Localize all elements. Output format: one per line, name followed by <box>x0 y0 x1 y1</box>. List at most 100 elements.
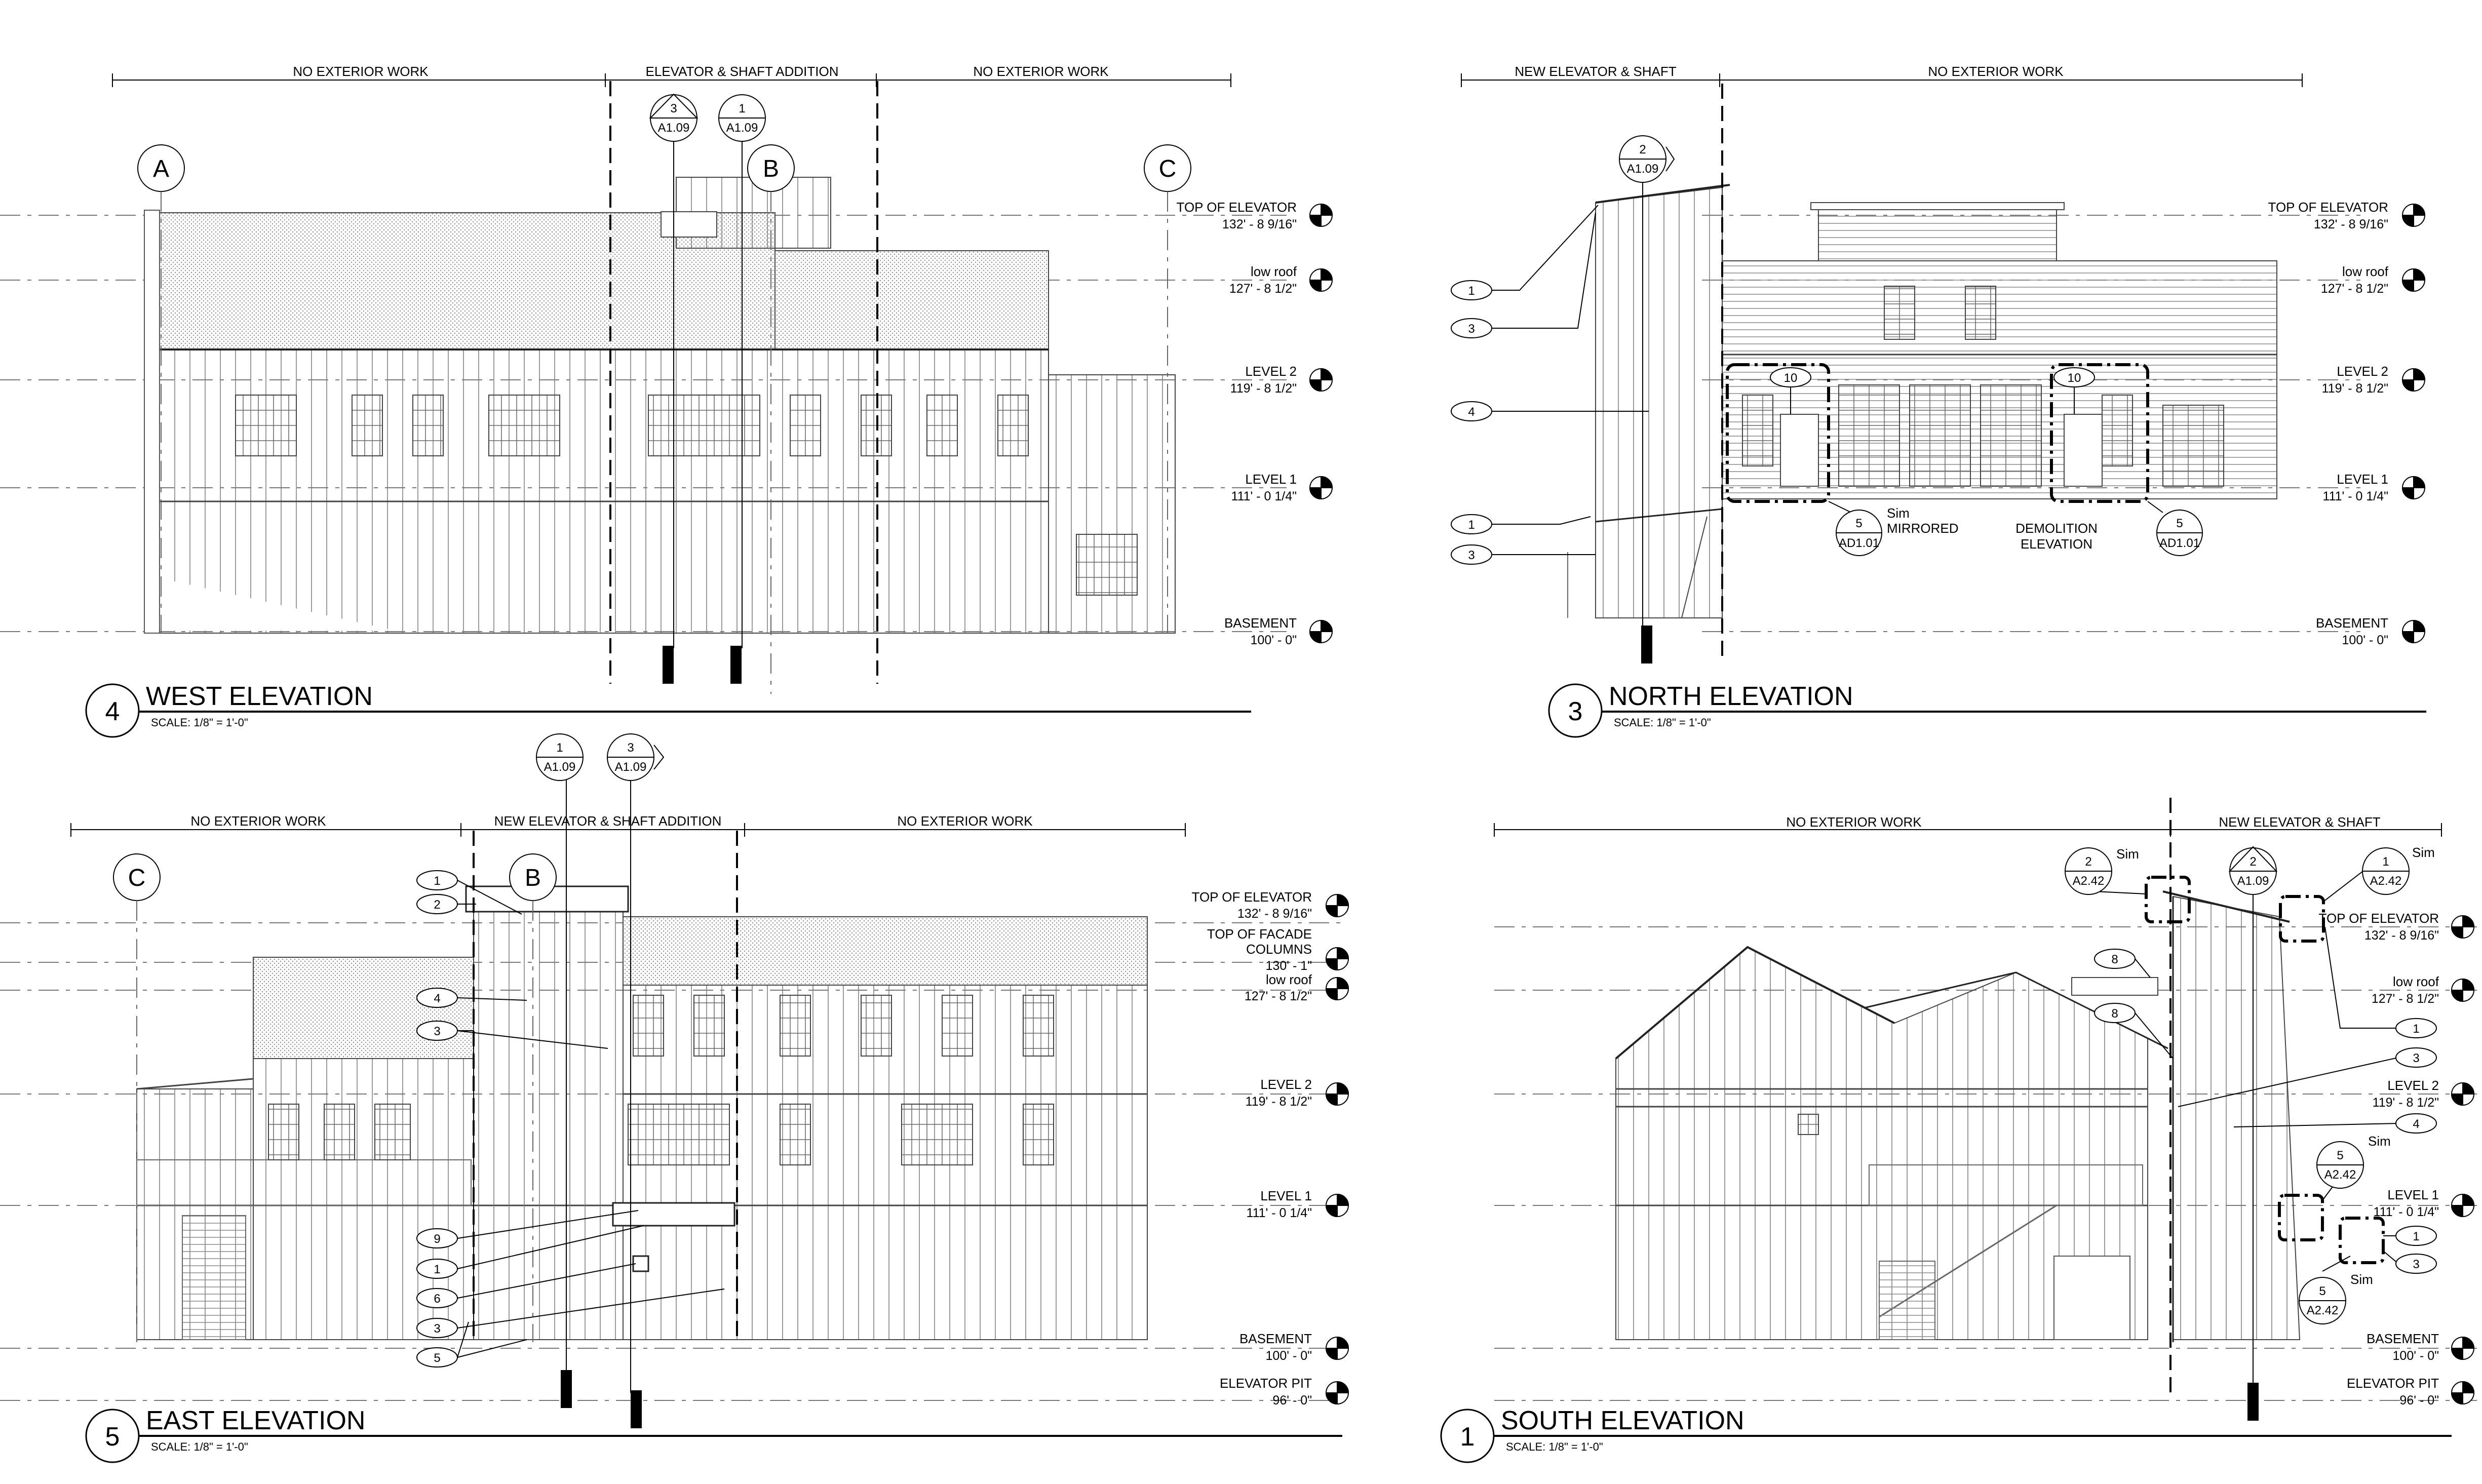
svg-text:1: 1 <box>1468 518 1475 532</box>
svg-text:127' - 8 1/2": 127' - 8 1/2" <box>2321 282 2388 296</box>
svg-text:4: 4 <box>434 992 440 1005</box>
svg-text:132' - 8 9/16": 132' - 8 9/16" <box>1222 217 1297 231</box>
north-keynotes: 1 3 4 1 3 10 10 <box>1451 205 2163 565</box>
svg-text:100' - 0": 100' - 0" <box>2342 633 2388 647</box>
south-detail-tag-5-a242-1: 5 A2.42 <box>2316 1141 2364 1201</box>
north-note-demolition: DEMOLITION <box>2015 521 2098 536</box>
south-note-sim-4: Sim <box>2350 1272 2373 1287</box>
svg-text:8: 8 <box>2111 953 2118 966</box>
north-section-tag-2: 2 A1.09 <box>1619 135 1675 628</box>
svg-text:132' - 8 9/16": 132' - 8 9/16" <box>2364 928 2439 943</box>
svg-text:100' - 0": 100' - 0" <box>2393 1349 2439 1363</box>
svg-text:LEVEL 1: LEVEL 1 <box>2337 472 2388 487</box>
east-grid-c: C <box>113 853 161 1342</box>
svg-text:TOP OF ELEVATOR: TOP OF ELEVATOR <box>2268 200 2388 215</box>
west-title: WEST ELEVATION <box>146 682 373 711</box>
west-grid-a: A <box>137 144 185 633</box>
svg-text:8: 8 <box>2111 1007 2118 1021</box>
west-level-labels: TOP OF ELEVATOR 132' - 8 9/16" low roof … <box>1177 200 1297 647</box>
svg-text:A2.42: A2.42 <box>2307 1304 2339 1317</box>
svg-text:5: 5 <box>1855 517 1862 530</box>
north-note-sim: Sim <box>1887 505 1910 521</box>
svg-text:132' - 8 9/16": 132' - 8 9/16" <box>2314 217 2388 231</box>
south-detail-boxes <box>2145 876 2385 1264</box>
west-zone-3: NO EXTERIOR WORK <box>973 64 1109 79</box>
svg-text:AD1.01: AD1.01 <box>2159 536 2200 550</box>
east-section-tag-3: 3 A1.09 <box>607 733 665 1393</box>
east-zone-3: NO EXTERIOR WORK <box>897 813 1033 829</box>
svg-text:3: 3 <box>670 102 677 115</box>
north-detail-tag-1: 5 AD1.01 <box>1836 510 1882 556</box>
east-level-markers <box>1325 893 1349 1405</box>
svg-text:1: 1 <box>739 102 745 115</box>
svg-text:119' - 8 1/2": 119' - 8 1/2" <box>2373 1096 2439 1110</box>
svg-text:132' - 8 9/16": 132' - 8 9/16" <box>1237 907 1312 921</box>
svg-text:BASEMENT: BASEMENT <box>2367 1331 2439 1346</box>
svg-text:100' - 0": 100' - 0" <box>1251 633 1297 647</box>
south-note-sim-3: Sim <box>2368 1134 2391 1149</box>
north-zone-line <box>1461 73 2303 87</box>
svg-text:LEVEL 1: LEVEL 1 <box>1260 1188 1312 1203</box>
east-building <box>136 885 1148 1340</box>
svg-text:B: B <box>525 865 541 891</box>
svg-text:A1.09: A1.09 <box>2237 874 2269 888</box>
south-detail-tag-5-a242-2: 5 A2.42 <box>2299 1256 2351 1324</box>
east-scale: SCALE: 1/8" = 1'-0" <box>151 1440 248 1453</box>
south-pit <box>2247 1383 2259 1421</box>
west-shaft-dashed <box>609 81 878 684</box>
svg-text:B: B <box>763 155 779 182</box>
south-note-sim-2: Sim <box>2412 845 2435 860</box>
svg-text:4: 4 <box>1468 405 1475 419</box>
east-zone-2: NEW ELEVATOR & SHAFT ADDITION <box>494 813 722 829</box>
west-grid-b: B <box>747 144 795 694</box>
south-building <box>1615 890 2301 1342</box>
svg-text:2: 2 <box>434 898 440 912</box>
svg-text:C: C <box>1159 155 1177 182</box>
south-level-labels: TOP OF ELEVATOR 132' - 8 9/16" low roof … <box>2319 911 2439 1408</box>
svg-text:C: C <box>128 865 146 891</box>
north-title: NORTH ELEVATION <box>1609 682 1853 711</box>
west-section-tag-3: 3 A1.09 <box>649 93 699 648</box>
svg-text:127' - 8 1/2": 127' - 8 1/2" <box>1229 282 1297 296</box>
svg-text:2: 2 <box>1639 143 1646 157</box>
svg-text:3: 3 <box>2413 1051 2419 1065</box>
north-elevation: NEW ELEVATOR & SHAFT NO EXTERIOR WORK <box>1451 64 2426 738</box>
svg-text:127' - 8 1/2": 127' - 8 1/2" <box>2372 992 2439 1006</box>
svg-text:A1.09: A1.09 <box>658 121 690 135</box>
svg-text:LEVEL 2: LEVEL 2 <box>2387 1078 2439 1093</box>
svg-text:3: 3 <box>627 741 634 755</box>
svg-text:TOP OF FACADE: TOP OF FACADE <box>1207 926 1312 942</box>
north-detail-tag-2: 5 AD1.01 <box>2156 510 2203 556</box>
svg-text:COLUMNS: COLUMNS <box>1246 942 1312 957</box>
svg-text:1: 1 <box>556 741 563 755</box>
svg-text:LEVEL 2: LEVEL 2 <box>1260 1077 1312 1092</box>
svg-text:119' - 8 1/2": 119' - 8 1/2" <box>1246 1095 1312 1109</box>
svg-text:A2.42: A2.42 <box>2324 1168 2356 1182</box>
svg-text:111' - 0 1/4": 111' - 0 1/4" <box>2323 489 2388 503</box>
svg-text:A1.09: A1.09 <box>615 760 647 774</box>
svg-text:96' - 0": 96' - 0" <box>2399 1393 2439 1408</box>
svg-text:3: 3 <box>1568 697 1583 726</box>
north-note-elevation: ELEVATION <box>2021 536 2092 552</box>
west-level-markers <box>1309 203 1333 644</box>
svg-text:5: 5 <box>105 1422 120 1452</box>
svg-text:1: 1 <box>1460 1422 1475 1452</box>
svg-text:TOP OF ELEVATOR: TOP OF ELEVATOR <box>2319 911 2439 926</box>
north-scale: SCALE: 1/8" = 1'-0" <box>1614 716 1711 729</box>
svg-text:BASEMENT: BASEMENT <box>2316 615 2388 631</box>
svg-text:3: 3 <box>2413 1258 2419 1271</box>
south-title: SOUTH ELEVATION <box>1501 1406 1744 1435</box>
svg-text:2: 2 <box>2085 855 2091 869</box>
west-building <box>144 177 1176 634</box>
svg-text:3: 3 <box>434 1322 440 1336</box>
svg-text:A2.42: A2.42 <box>2370 874 2402 888</box>
svg-text:5: 5 <box>2337 1149 2343 1162</box>
svg-text:100' - 0": 100' - 0" <box>1266 1349 1312 1363</box>
east-title: EAST ELEVATION <box>146 1406 365 1435</box>
west-pit-1 <box>663 646 674 684</box>
svg-text:5: 5 <box>434 1351 440 1365</box>
east-pit-2 <box>631 1390 642 1428</box>
west-zone-1: NO EXTERIOR WORK <box>293 64 429 79</box>
svg-text:4: 4 <box>2413 1117 2419 1131</box>
east-zone-line <box>70 823 1186 837</box>
